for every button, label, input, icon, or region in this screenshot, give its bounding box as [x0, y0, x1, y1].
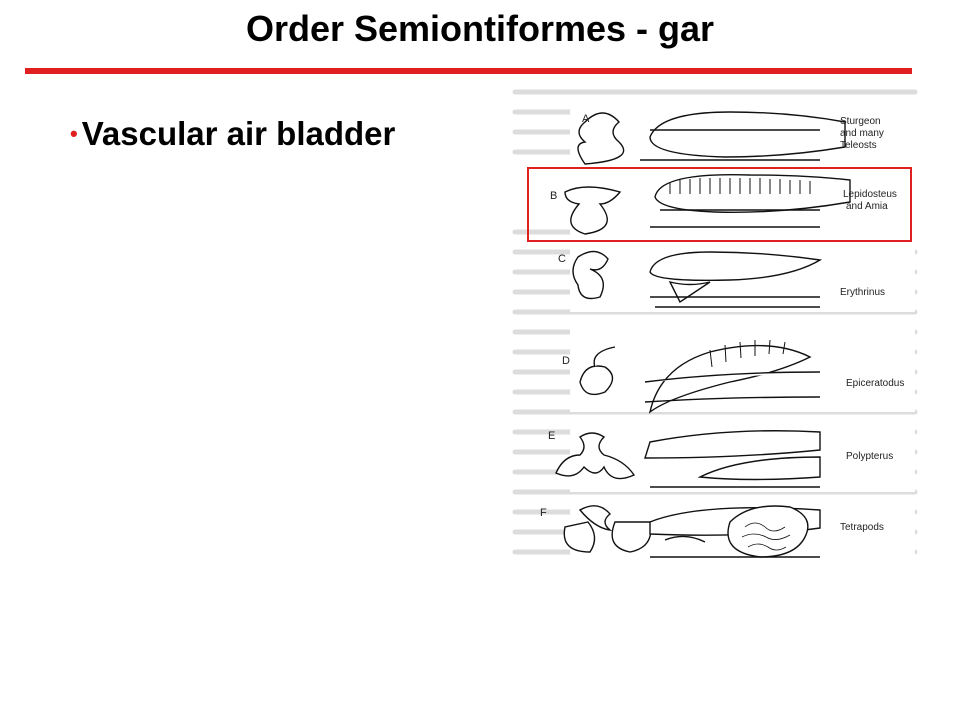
panel-e — [555, 422, 915, 492]
air-bladder-figure: A Sturgeon and many Teleosts B Lepidoste… — [510, 82, 920, 566]
panel-d — [570, 327, 915, 414]
panel-e-letter: E — [548, 430, 555, 442]
bullet-dot-icon: • — [70, 121, 78, 146]
panel-d-letter: D — [562, 355, 570, 367]
panel-c-caption-1: Erythrinus — [840, 287, 885, 298]
panel-b-caption-1: Lepidosteus — [843, 189, 897, 200]
panel-c — [570, 247, 915, 312]
panel-a-caption-2: and many — [840, 128, 884, 139]
bullet-text: Vascular air bladder — [81, 115, 396, 152]
panel-e-caption-1: Polypterus — [846, 451, 893, 462]
panel-c-letter: C — [558, 253, 566, 265]
slide-title: Order Semiontiformes - gar — [245, 8, 715, 49]
panel-a-caption-1: Sturgeon — [840, 116, 881, 127]
panel-d-caption-1: Epiceratodus — [846, 378, 904, 389]
panel-f-letter: F — [540, 507, 547, 519]
panel-a-caption-3: Teleosts — [840, 140, 877, 151]
air-bladder-diagram: A Sturgeon and many Teleosts B Lepidoste… — [512, 89, 918, 562]
bullet-item: • Vascular air bladder — [70, 115, 395, 153]
panel-b-caption-2: and Amia — [846, 201, 888, 212]
panel-a-letter: A — [582, 113, 590, 125]
panel-a — [570, 104, 915, 165]
panel-b-letter: B — [550, 190, 557, 202]
panel-b — [564, 172, 915, 242]
highlight-box-lepidosteus — [527, 167, 912, 242]
title-underline — [25, 68, 912, 74]
panel-f-caption-1: Tetrapods — [840, 522, 884, 533]
panel-f — [563, 502, 915, 562]
